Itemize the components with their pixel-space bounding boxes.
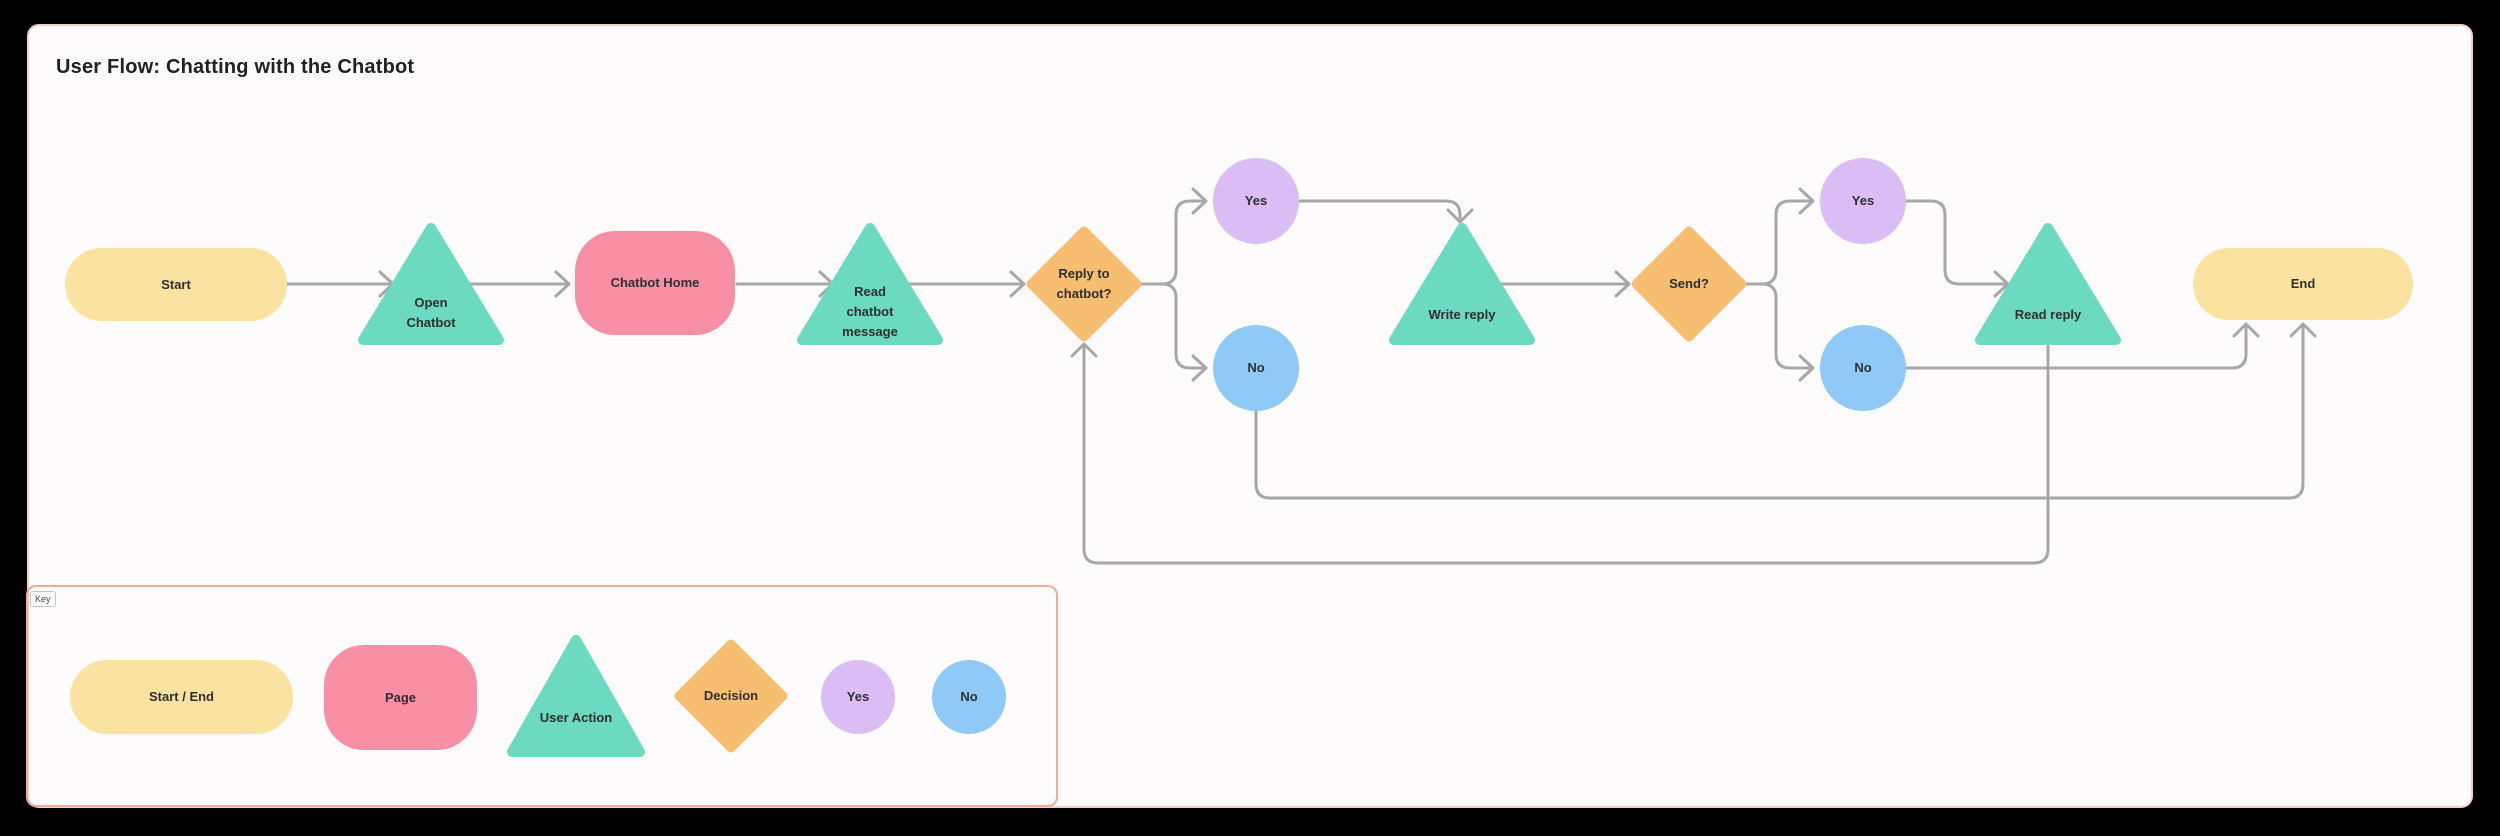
- key-user-action-label: User Action: [539, 710, 613, 725]
- key-start-end-label: Start / End: [148, 689, 214, 704]
- key-frame[interactable]: [26, 585, 1058, 807]
- key-frame-tag: Key: [30, 591, 56, 607]
- node-send-no-label: No: [1854, 360, 1872, 375]
- node-chatbot-home-label: Chatbot Home: [610, 275, 700, 290]
- node-reply-no-label: No: [1247, 360, 1265, 375]
- key-no-label: No: [960, 689, 978, 704]
- node-reply-yes-label: Yes: [1244, 193, 1268, 208]
- node-read-message-label: Read chatbot message: [842, 284, 898, 339]
- node-write-reply-label: Write reply: [1428, 307, 1496, 322]
- node-open-chatbot-label: Open Chatbot: [406, 295, 456, 330]
- page-title: User Flow: Chatting with the Chatbot: [56, 56, 415, 78]
- node-reply-decision-label: Reply to chatbot?: [1056, 266, 1112, 301]
- key-decision-label: Decision: [703, 688, 759, 703]
- node-start-label: Start: [161, 276, 191, 292]
- node-read-reply-label: Read reply: [2014, 307, 2082, 322]
- node-end-label: End: [2290, 276, 2316, 291]
- key-yes-label: Yes: [846, 689, 870, 704]
- key-page-label: Page: [384, 689, 417, 705]
- node-send-yes-label: Yes: [1851, 193, 1875, 208]
- node-send-decision-label: Send?: [1669, 276, 1709, 291]
